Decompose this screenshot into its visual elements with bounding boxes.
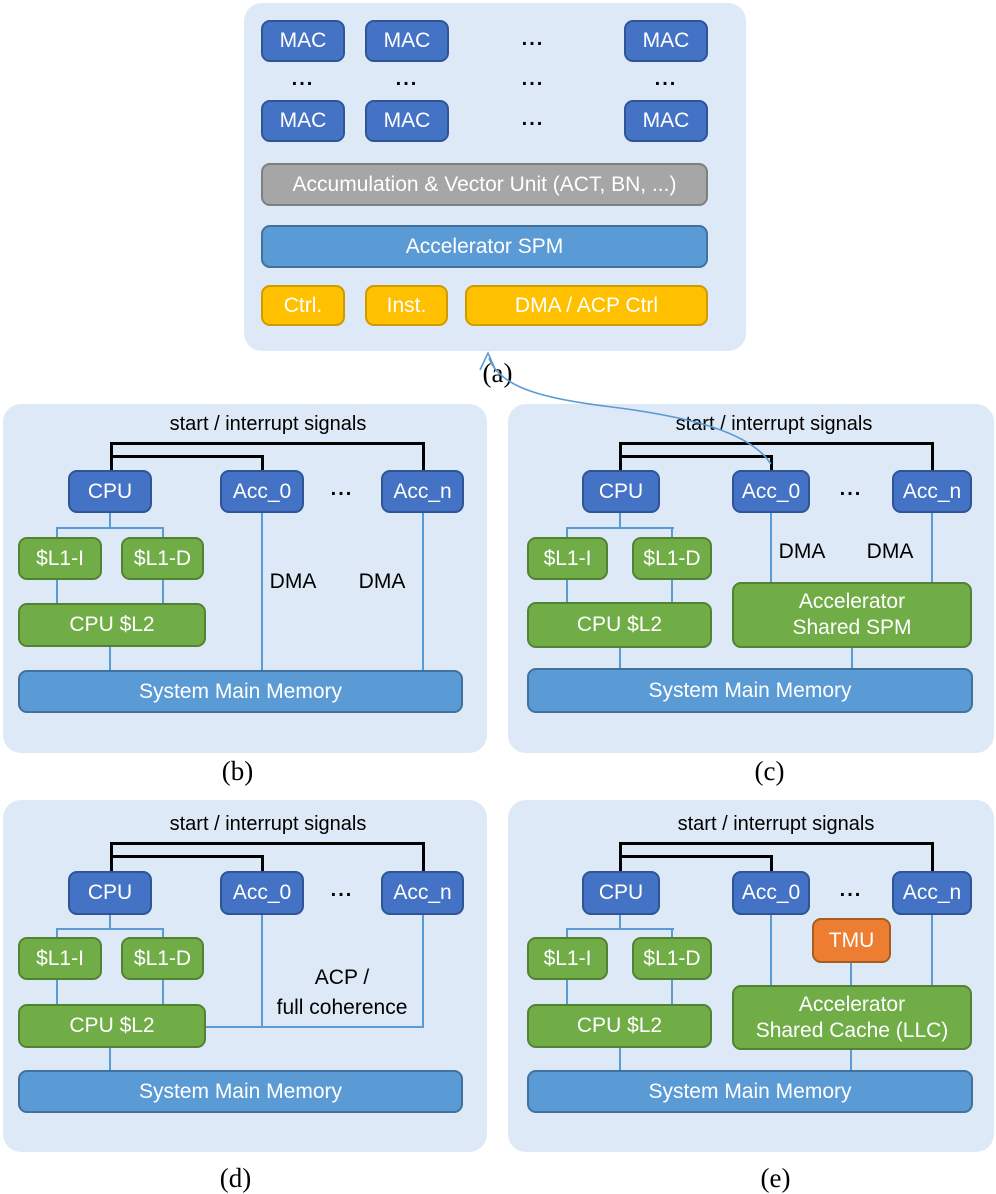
panel-b-dma-private: [3, 404, 487, 753]
panel-a-label: (a): [482, 358, 513, 388]
panel-e-shared-llc: [508, 800, 994, 1152]
panel-c-label: (c): [754, 756, 785, 786]
panel-e-label: (e): [760, 1163, 791, 1193]
panel-b-label: (b): [221, 756, 254, 786]
panel-a-accelerator-internals: [244, 3, 746, 351]
panel-d-acp-coherent: [3, 800, 487, 1152]
panel-c-shared-spm: [508, 404, 994, 753]
panel-d-label: (d): [219, 1163, 252, 1193]
